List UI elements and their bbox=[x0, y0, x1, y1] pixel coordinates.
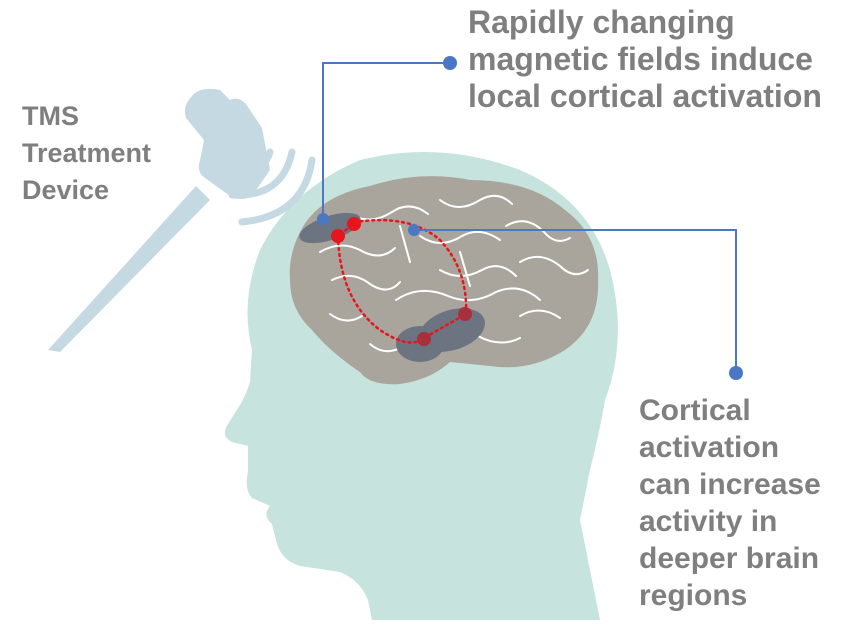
brain bbox=[290, 176, 598, 384]
activation-dot-2 bbox=[347, 217, 361, 231]
callout-dot-fields-end bbox=[443, 56, 457, 70]
activation-dot-1 bbox=[331, 229, 345, 243]
deep-activation-label: Cortical activation can increase activit… bbox=[639, 392, 821, 614]
device-body bbox=[185, 89, 270, 199]
deep-activation-dot-2 bbox=[417, 332, 431, 346]
magnetic-fields-label: Rapidly changing magnetic fields induce … bbox=[468, 4, 822, 115]
tms-device-label: TMS Treatment Device bbox=[22, 98, 151, 209]
callout-dot-deep-end bbox=[729, 366, 743, 380]
callout-dot-deep-start bbox=[408, 224, 420, 236]
device-handle bbox=[48, 186, 210, 352]
deep-activation-dot-1 bbox=[458, 307, 472, 321]
callout-dot-fields-start bbox=[317, 213, 329, 225]
